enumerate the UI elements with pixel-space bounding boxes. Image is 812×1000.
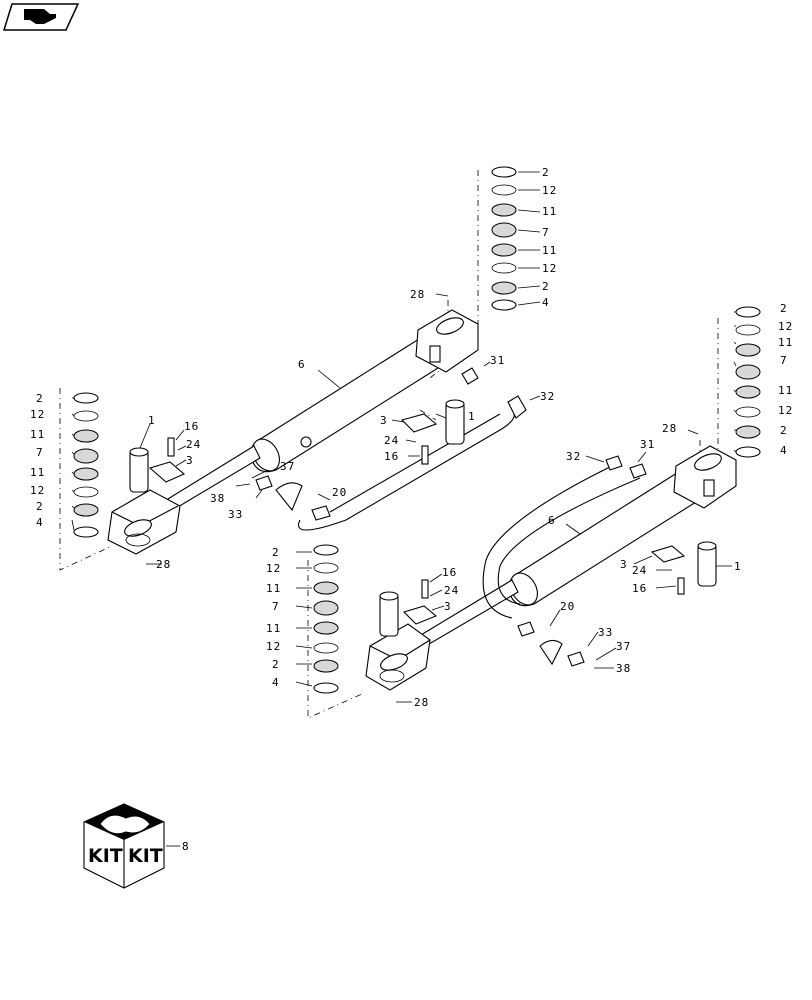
callout-label: 33 — [228, 508, 243, 521]
seal-stack — [735, 306, 761, 458]
callout-label: 28 — [410, 288, 425, 301]
callout-label: 12 — [30, 408, 45, 421]
callout-label: 12 — [266, 640, 281, 653]
callout-label: 4 — [272, 676, 280, 689]
callout-label: 37 — [616, 640, 631, 653]
callout-label: 7 — [780, 354, 788, 367]
callout-label: 11 — [30, 466, 45, 479]
callout-label: 37 — [280, 460, 295, 473]
seal-stack — [73, 392, 99, 538]
callout-label: 32 — [566, 450, 581, 463]
callout-label: 28 — [156, 558, 171, 571]
callout-label: 7 — [36, 446, 44, 459]
callout-label: 6 — [548, 514, 556, 527]
callout-label: 12 — [266, 562, 281, 575]
lower-hydraulic-cylinder — [365, 445, 737, 691]
callout-label: 2 — [780, 424, 788, 437]
kit-label-right: KIT — [128, 845, 163, 867]
callout-label: 3 — [380, 414, 388, 427]
callout-label: 11 — [778, 384, 793, 397]
callout-label: 11 — [542, 244, 557, 257]
parts-kit-box-icon[interactable]: KIT KIT — [83, 803, 180, 889]
callout-label: 1 — [148, 414, 156, 427]
callout-label: 38 — [210, 492, 225, 505]
callout-label: 1 — [734, 560, 742, 573]
axis-line — [59, 388, 113, 571]
callout-label: 12 — [778, 404, 793, 417]
callout-label: 2 — [542, 280, 550, 293]
upper-hydraulic-cylinder — [107, 309, 515, 555]
kit-label-left: KIT — [88, 845, 123, 867]
callout-label: 16 — [632, 582, 647, 595]
callout-label: 2 — [272, 658, 280, 671]
callout-label: 33 — [598, 626, 613, 639]
cylinder-pin — [129, 447, 149, 493]
callout-label: 4 — [36, 516, 44, 529]
callout-label: 16 — [442, 566, 457, 579]
callout-label: 31 — [640, 438, 655, 451]
callout-label: 20 — [332, 486, 347, 499]
cylinder-pin — [445, 399, 465, 445]
callout-label: 7 — [542, 226, 550, 239]
callout-label: 8 — [182, 840, 190, 853]
callout-label: 16 — [384, 450, 399, 463]
callout-label: 11 — [778, 336, 793, 349]
fitting — [255, 367, 647, 667]
callout-label: 11 — [266, 622, 281, 635]
callout-label: 11 — [542, 205, 557, 218]
callout-label: 24 — [632, 564, 647, 577]
callout-label: 12 — [542, 184, 557, 197]
callout-label: 11 — [30, 428, 45, 441]
callout-label: 12 — [778, 320, 793, 333]
callout-label: 2 — [36, 500, 44, 513]
callout-label: 28 — [414, 696, 429, 709]
arrow-navigation-icon[interactable] — [2, 3, 80, 31]
callout-label: 12 — [30, 484, 45, 497]
callout-label: 24 — [444, 584, 459, 597]
callout-label: 2 — [272, 546, 280, 559]
callout-label: 2 — [542, 166, 550, 179]
callout-label: 1 — [468, 410, 476, 423]
cylinder-pin — [379, 591, 399, 637]
axis-line — [307, 560, 363, 719]
leader-lines — [71, 171, 737, 703]
callout-label: 38 — [616, 662, 631, 675]
callout-label: 31 — [490, 354, 505, 367]
callout-label: 4 — [780, 444, 788, 457]
protective-cap — [275, 482, 563, 666]
retaining-plate — [148, 413, 686, 625]
callout-label: 3 — [444, 600, 452, 613]
callout-label: 7 — [272, 600, 280, 613]
callout-label: 28 — [662, 422, 677, 435]
bolt — [167, 437, 685, 599]
seal-stack — [313, 544, 339, 694]
callout-label: 24 — [186, 438, 201, 451]
callout-label: 24 — [384, 434, 399, 447]
callout-label: 20 — [560, 600, 575, 613]
cylinder-pin — [697, 541, 717, 587]
callout-label: 2 — [780, 302, 788, 315]
callout-label: 32 — [540, 390, 555, 403]
callout-label: 2 — [36, 392, 44, 405]
callout-label: 16 — [184, 420, 199, 433]
callout-labels: 2 12 11 7 11 12 2 4 28 6 31 32 3 1 24 16… — [30, 166, 793, 853]
callout-label: 11 — [266, 582, 281, 595]
axis-line — [419, 409, 437, 421]
callout-label: 3 — [186, 454, 194, 467]
callout-label: 12 — [542, 262, 557, 275]
seal-stack — [491, 166, 517, 311]
callout-label: 6 — [298, 358, 306, 371]
callout-label: 4 — [542, 296, 550, 309]
callout-label: 3 — [620, 558, 628, 571]
